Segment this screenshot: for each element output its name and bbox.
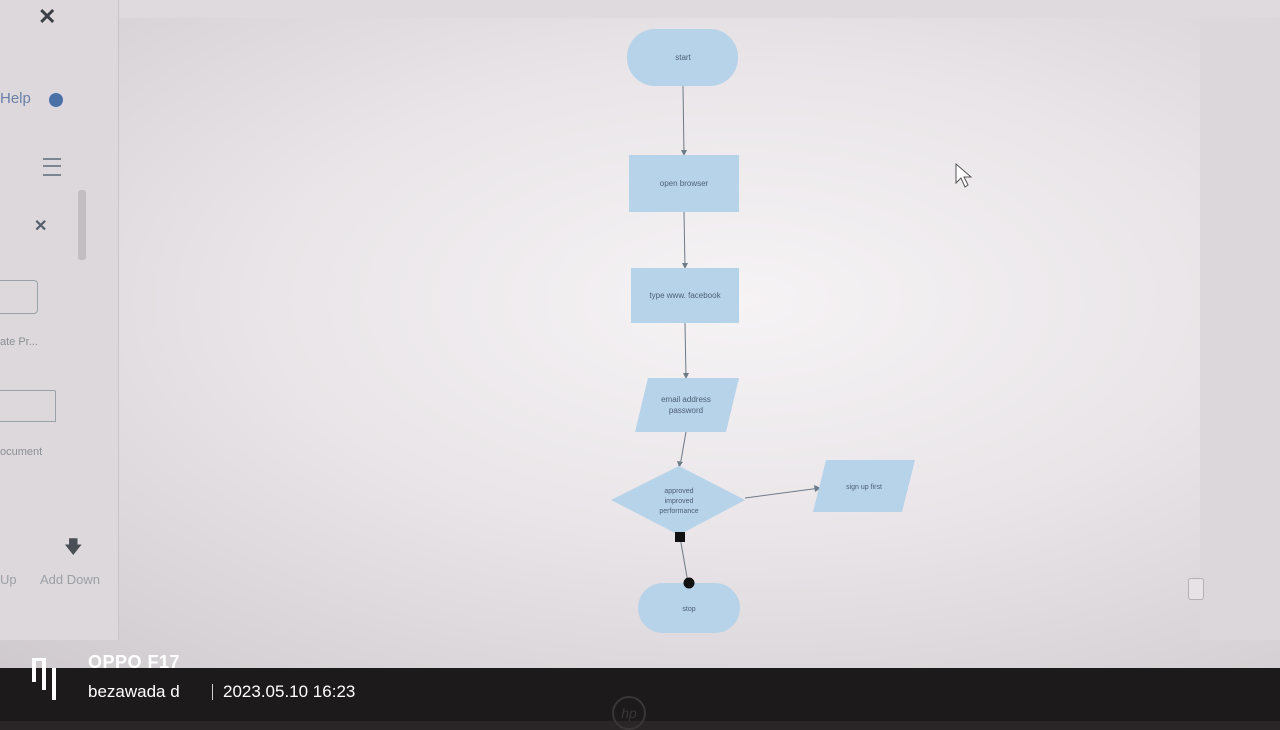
decision-label-line3: performance [659, 508, 698, 515]
process-shape-label: ate Pr... [0, 336, 38, 348]
connector-handle-dot[interactable] [683, 577, 695, 589]
close-section-icon[interactable]: ✕ [34, 218, 48, 235]
open-browser-node[interactable] [629, 155, 739, 212]
arrowhead [683, 373, 689, 379]
connector-type-io[interactable] [684, 322, 687, 379]
arrowhead [682, 263, 688, 269]
start-label: start [675, 53, 691, 62]
camera-watermark: OPPO F17 bezawada d 2023.05.10 16:23 [30, 650, 450, 710]
connector-open-type[interactable] [683, 211, 686, 269]
help-icon[interactable] [49, 93, 63, 107]
panel-scrollbar[interactable] [78, 190, 86, 260]
watermark-datetime: 2023.05.10 16:23 [223, 682, 356, 701]
camera-logo-icon [32, 658, 56, 700]
decision-node[interactable] [611, 466, 745, 535]
stop-node[interactable] [638, 583, 740, 633]
connector-io-decision[interactable] [679, 431, 687, 467]
stop-label: stop [682, 606, 695, 613]
close-icon[interactable]: ✕ [38, 4, 57, 29]
input-node[interactable] [635, 378, 739, 432]
help-link[interactable]: Help [0, 90, 31, 107]
cursor-icon [955, 163, 973, 188]
add-up-button[interactable]: Up [0, 572, 17, 587]
start-node[interactable] [627, 29, 738, 86]
sign-up-label: sign up first [846, 484, 882, 491]
menu-icon[interactable] [43, 158, 61, 176]
connector-decision-signup[interactable] [744, 487, 821, 499]
flowchart-canvas[interactable]: start open browser type www. facebook em… [0, 0, 1280, 668]
decision-label-line1: approved [664, 488, 693, 495]
document-shape[interactable] [0, 390, 56, 422]
process-shape[interactable] [0, 280, 38, 314]
sign-up-node[interactable] [813, 460, 915, 512]
document-shape-label: ocument [0, 446, 43, 458]
connector-handle-square[interactable] [675, 532, 685, 542]
decision-label-line2: improved [665, 498, 694, 505]
scroll-handle[interactable] [1188, 578, 1204, 600]
hp-logo-icon: hp [612, 696, 646, 730]
add-down-button[interactable]: Add Down [40, 572, 100, 587]
watermark-brand: OPPO F17 [88, 652, 181, 672]
right-panel [1200, 20, 1280, 640]
watermark-separator [212, 684, 213, 700]
arrow-down-icon[interactable]: 🡇 [64, 537, 83, 557]
type-url-node[interactable] [631, 268, 739, 323]
input-label-line2: password [669, 406, 703, 415]
arrowhead [681, 150, 687, 156]
top-bar [0, 0, 1280, 18]
connector-start-open[interactable] [682, 85, 685, 156]
shapes-panel: ✕ Help ✕ ate Pr... ocument 🡇 Up Add Down [0, 0, 119, 640]
watermark-user: bezawada d [88, 682, 180, 701]
connector-decision-stop[interactable] [679, 536, 689, 584]
screen: ✕ Help ✕ ate Pr... ocument 🡇 Up Add Down [0, 0, 1280, 668]
open-browser-label: open browser [660, 179, 709, 188]
arrowhead [677, 461, 683, 467]
arrowhead [814, 485, 821, 492]
input-label-line1: email address [661, 395, 711, 404]
type-url-label: type www. facebook [649, 291, 721, 300]
